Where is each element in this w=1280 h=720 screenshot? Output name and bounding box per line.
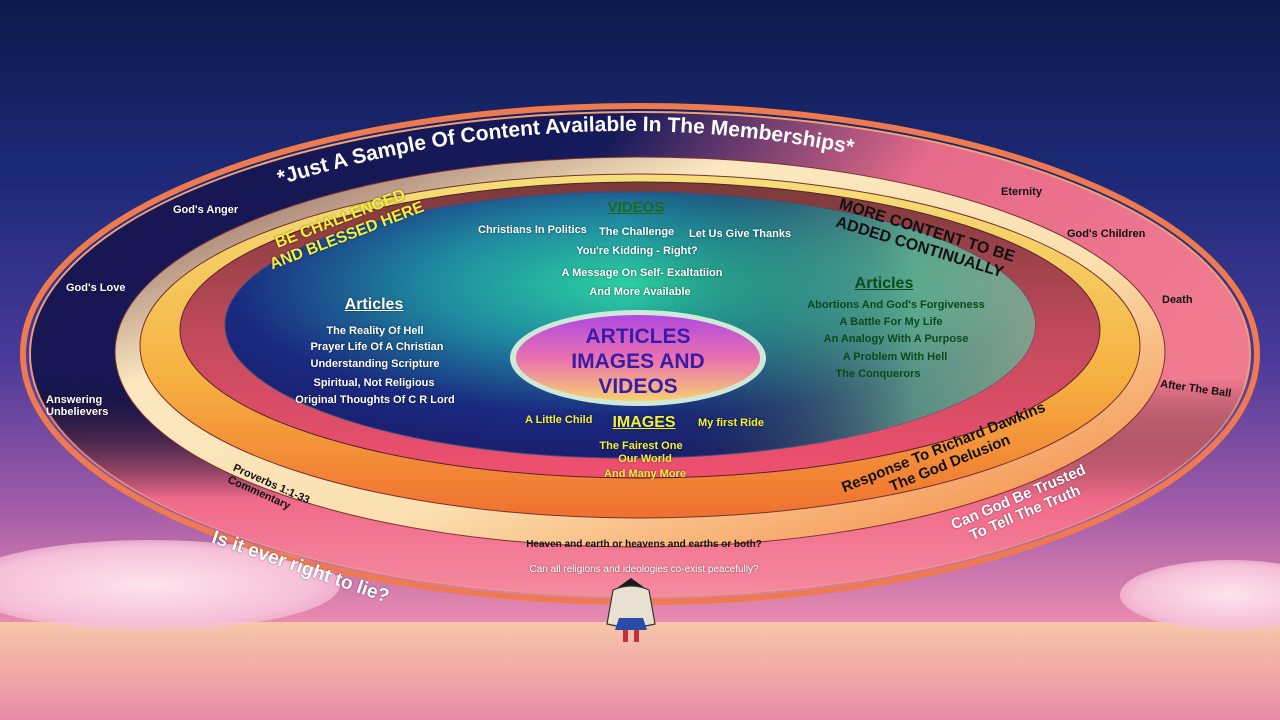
center-label: ARTICLES IMAGES AND VIDEOS bbox=[571, 324, 704, 399]
middle-link[interactable]: Heaven and earth or heavens and earths o… bbox=[526, 539, 762, 550]
article-link[interactable]: The Reality Of Hell bbox=[326, 325, 424, 337]
image-link[interactable]: My first Ride bbox=[698, 417, 765, 429]
videos-heading[interactable]: VIDEOS bbox=[607, 199, 665, 216]
images-heading[interactable]: IMAGES bbox=[612, 414, 676, 431]
video-link[interactable]: Let Us Give Thanks bbox=[689, 228, 792, 240]
video-link[interactable]: You're Kidding - Right? bbox=[576, 245, 698, 257]
article-link[interactable]: Understanding Scripture bbox=[310, 358, 440, 370]
outer-link[interactable]: Can all religions and ideologies co-exis… bbox=[529, 564, 759, 575]
article-link[interactable]: A Battle For My Life bbox=[839, 316, 943, 328]
video-link[interactable]: Christians In Politics bbox=[478, 224, 587, 236]
article-link[interactable]: An Analogy With A Purpose bbox=[823, 333, 969, 345]
image-link[interactable]: Our World bbox=[618, 453, 672, 465]
video-link[interactable]: And More Available bbox=[589, 286, 691, 298]
article-link[interactable]: Abortions And God's Forgiveness bbox=[807, 299, 985, 311]
article-link[interactable]: Prayer Life Of A Christian bbox=[310, 341, 444, 353]
article-link[interactable]: Spiritual, Not Religious bbox=[313, 377, 435, 389]
center-line: ARTICLES bbox=[585, 325, 691, 348]
center-oval bbox=[516, 315, 760, 401]
video-link[interactable]: A Message On Self- Exaltatiion bbox=[561, 267, 723, 279]
center-line: IMAGES AND bbox=[571, 350, 705, 373]
article-link[interactable]: A Problem With Hell bbox=[842, 351, 948, 363]
outer-link[interactable]: Answering Unbelievers bbox=[46, 394, 108, 418]
outer-link[interactable]: God's Love bbox=[66, 282, 126, 294]
child-figure-illustration bbox=[606, 578, 656, 642]
image-link[interactable]: A Little Child bbox=[525, 414, 593, 426]
article-link[interactable]: Original Thoughts Of C R Lord bbox=[295, 394, 455, 406]
articles-left-heading[interactable]: Articles bbox=[344, 296, 404, 313]
link-line: Answering bbox=[46, 394, 103, 406]
outer-link[interactable]: Death bbox=[1162, 294, 1193, 306]
ground bbox=[0, 622, 1280, 720]
article-link[interactable]: The Conquerors bbox=[835, 368, 921, 380]
video-link[interactable]: The Challenge bbox=[599, 226, 675, 238]
outer-link[interactable]: God's Children bbox=[1067, 228, 1146, 240]
link-line: Unbelievers bbox=[46, 406, 109, 418]
outer-link[interactable]: God's Anger bbox=[173, 204, 239, 216]
outer-link[interactable]: Eternity bbox=[1001, 186, 1042, 198]
image-link[interactable]: And Many More bbox=[604, 468, 686, 480]
articles-right-heading[interactable]: Articles bbox=[854, 275, 914, 292]
center-line: VIDEOS bbox=[598, 375, 678, 398]
image-link[interactable]: The Fairest One bbox=[599, 440, 683, 452]
